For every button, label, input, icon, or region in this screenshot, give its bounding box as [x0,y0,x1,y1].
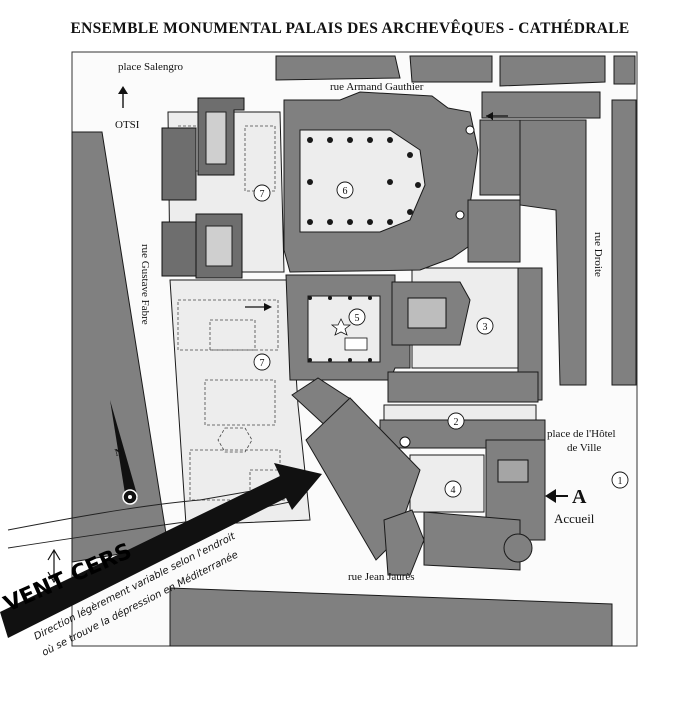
entrance-arrow-icon [545,489,556,503]
entrance-label: Accueil [554,511,595,526]
wind-variation-icon [47,548,61,584]
rue-gustave-fabre-label: rue Gustave Fabre [139,244,151,325]
small-arrow-icons [245,112,508,311]
block-northeast [481,91,601,119]
block-north-4 [613,55,636,85]
wing-w1 [161,127,197,201]
otsi-arrow-icon [118,86,128,108]
palace-south [423,511,521,571]
zone-6-label: 6 [343,186,348,197]
palace-east [379,119,546,571]
palace-row-1 [387,371,539,403]
zone-1-label: 1 [618,476,623,487]
palace-east-1 [467,199,521,263]
zone-4-label: 4 [451,485,456,496]
block-north-3 [499,55,606,87]
cloister [285,274,411,381]
cathedral-nave [299,129,426,233]
cloister-columns [308,296,372,362]
entrance-marker: A Accueil [545,486,595,526]
rue-armand-gauthier-label: rue Armand Gauthier [330,81,424,93]
compass: N [110,400,138,505]
street-labels: place Salengro rue Armand Gauthier OTSI … [115,61,616,583]
block-south [169,587,613,647]
cathedral [283,91,479,273]
block-north-2 [409,55,493,83]
block-east-2 [611,99,637,386]
place-hotel-de-ville-line1: place de l'Hôtel [547,428,616,440]
wind-arrow-icon [0,463,322,638]
rue-droite-label: rue Droite [592,232,604,277]
block-north-1 [275,55,401,81]
place-salengro-label: place Salengro [118,61,184,73]
rue-jean-jaures-label: rue Jean Jaurès [348,571,415,583]
wing-w3 [161,221,197,277]
map-title: ENSEMBLE MONUMENTAL PALAIS DES ARCHEVÊQU… [70,20,629,37]
place-hotel-de-ville-line2: de Ville [567,442,601,454]
palace-round-tower [503,533,533,563]
donjon [291,377,425,576]
compass-needle-icon [110,400,138,500]
city-blocks [71,55,637,647]
donjon-stair [383,509,425,576]
otsi-label: OTSI [115,119,140,131]
compass-letter: N [114,446,125,459]
zone-2-label: 2 [454,417,459,428]
zone-7-west-label: 7 [260,358,265,369]
zone-5-label: 5 [355,313,360,324]
zone-3-label: 3 [483,322,488,333]
cloister-star-icon [330,318,352,336]
entrance-letter: A [572,486,587,508]
west-wing [161,97,245,279]
zone-labels: 1 2 3 4 5 6 7 7 [253,181,629,498]
zone-7-north-label: 7 [260,189,265,200]
palace-east-2 [479,119,521,196]
cathedral-pillars [307,137,421,225]
palace-east-3 [517,267,543,401]
